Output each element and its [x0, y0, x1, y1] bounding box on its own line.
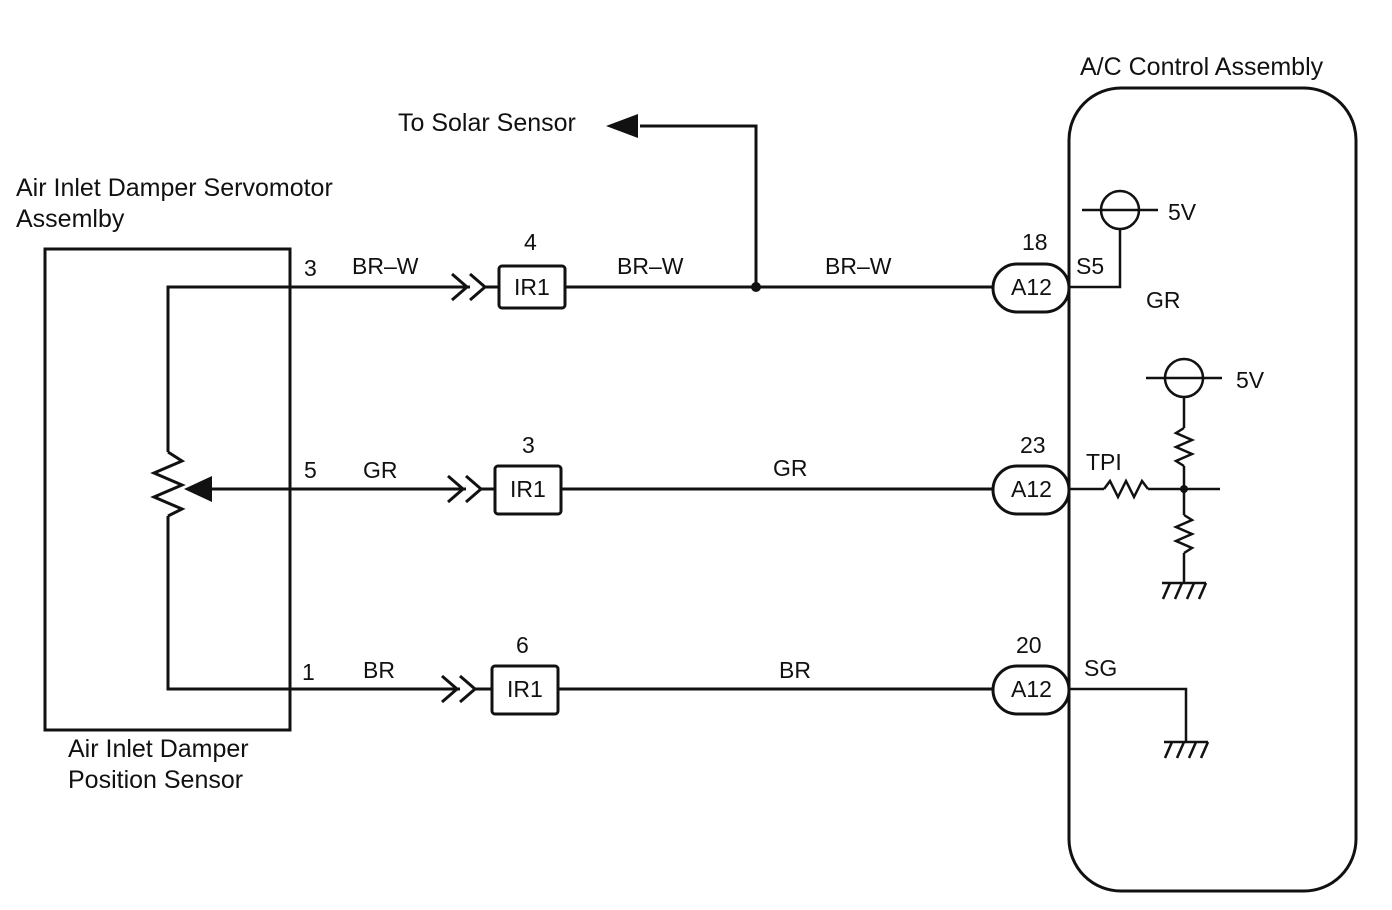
resistor-icon [1103, 478, 1149, 500]
circuit-gr: 5 GR 3 IR1 GR 23 A12 [290, 432, 1071, 516]
wire-label-gr-right: GR [773, 455, 808, 481]
supply-5v-mid: 5V [1236, 367, 1265, 393]
ir-pin-6: 6 [516, 632, 529, 658]
position-sensor-caption-line1: Air Inlet Damper [68, 735, 249, 763]
wire-label-br-w-left: BR–W [352, 253, 419, 279]
wire-label-br-right: BR [779, 657, 811, 683]
resistor-icon [1172, 426, 1196, 468]
ac-control-assembly: A/C Control Assembly S5 5V GR TPI 5V [1067, 53, 1358, 893]
ac-control-title: A/C Control Assembly [1080, 53, 1324, 81]
circuit-br: 1 BR 6 IR1 BR 20 A12 [290, 632, 1071, 716]
a12-pin-18: 18 [1022, 229, 1048, 255]
ground-icon [1161, 581, 1208, 600]
supply-5v-top: 5V [1168, 199, 1197, 225]
potentiometer [150, 285, 290, 691]
resistor-icon [1172, 513, 1196, 555]
left-pin-3: 3 [304, 255, 317, 281]
a12-connector-label: A12 [1011, 676, 1052, 702]
terminal-tpi: TPI [1086, 449, 1122, 475]
internal-wire-gr: GR [1146, 287, 1181, 313]
circuit-br-w: 3 BR–W 4 IR1 BR–W BR–W 18 A12 [290, 229, 1071, 314]
ir1-connector-label: IR1 [514, 274, 550, 300]
left-pin-1: 1 [302, 659, 315, 685]
position-sensor-caption-line2: Position Sensor [68, 766, 243, 794]
a12-pin-20: 20 [1016, 632, 1042, 658]
terminal-s5: S5 [1076, 253, 1104, 279]
wire-label-br-left: BR [363, 657, 395, 683]
servomotor-assembly: Air Inlet Damper Servomotor Assemlby Air… [16, 174, 333, 794]
left-pin-5: 5 [304, 457, 317, 483]
arrow-left-icon [606, 114, 638, 138]
a12-connector-label: A12 [1011, 274, 1052, 300]
ir-pin-4: 4 [524, 229, 537, 255]
a12-connector-label: A12 [1011, 476, 1052, 502]
ir1-connector-label: IR1 [507, 676, 543, 702]
wire-label-br-w-right: BR–W [825, 253, 892, 279]
wiper-arrow-icon [184, 476, 212, 502]
ir1-connector-label: IR1 [510, 476, 546, 502]
servomotor-title-line1: Air Inlet Damper Servomotor [16, 174, 333, 202]
solar-sensor-label: To Solar Sensor [398, 109, 576, 137]
solar-sensor-branch: To Solar Sensor [398, 109, 758, 287]
ground-icon [1163, 740, 1210, 759]
servomotor-title-line2: Assemlby [16, 205, 125, 233]
terminal-sg: SG [1084, 655, 1117, 681]
a12-pin-23: 23 [1020, 432, 1046, 458]
wire-label-br-w-mid: BR–W [617, 253, 684, 279]
wire-label-gr-left: GR [363, 457, 398, 483]
ir-pin-3: 3 [522, 432, 535, 458]
connector-chevron-icon [451, 272, 470, 302]
